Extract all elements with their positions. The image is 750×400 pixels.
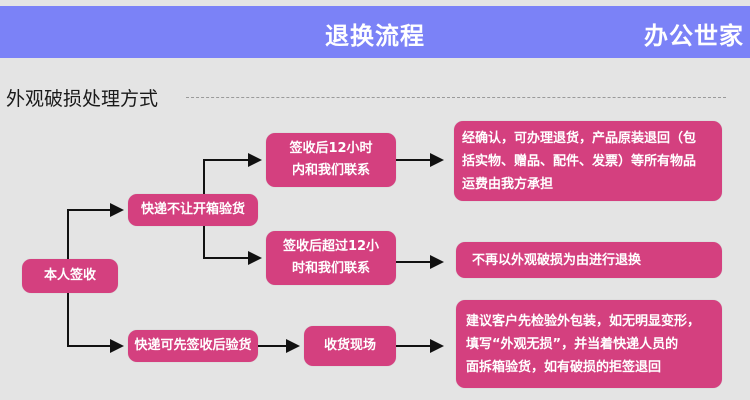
connector-root-to-sign-first [67, 293, 112, 347]
result-receiving-scene: 建议客户先检验外包装，如无明显变形， 填写“外观无损”，并当着快递人员的 面拆箱… [456, 300, 722, 388]
node-after-12-hours: 签收后超过12小 时和我们联系 [266, 231, 396, 285]
node-text-line: 时和我们联系 [291, 261, 370, 276]
node-no-open-inspection: 快递不让开箱验货 [128, 194, 258, 226]
arrow-head-icon [430, 339, 444, 353]
node-root-sign: 本人签收 [22, 259, 118, 293]
section-title: 外观破损处理方式 [6, 88, 159, 110]
result-text-line: 运费由我方承担 [462, 176, 554, 192]
result-within-12-hours: 经确认，可办理退货，产品原装退回（包 括实物、赠品、配件、发票）等所有物品 运费… [454, 121, 722, 201]
node-sign-then-inspect: 快递可先签收后验货 [128, 330, 258, 362]
title-banner: 退换流程 办公世家 [0, 6, 750, 58]
result-text-line: 建议客户先检验外包装，如无明显变形， [466, 313, 701, 329]
arrow-head-icon [286, 339, 300, 353]
connector-no-open-to-after-12h [203, 226, 250, 259]
result-after-12-hours: 不再以外观破损为由进行退换 [456, 242, 722, 278]
arrow-head-icon [248, 251, 262, 265]
result-text-line: 填写“外观无损”，并当着快递人员的 [466, 336, 679, 352]
banner-title: 退换流程 [325, 22, 425, 50]
result-text-line: 经确认，可办理退货，产品原装退回（包 [462, 130, 697, 146]
brand-name: 办公世家 [644, 22, 744, 50]
node-receiving-scene: 收货现场 [304, 326, 396, 366]
node-text-line: 签收后超过12小 [282, 239, 380, 254]
arrow-head-icon [110, 339, 124, 353]
arrow-head-icon [430, 255, 444, 269]
arrow-head-icon [430, 153, 444, 167]
result-text-line: 面拆箱验货，如有破损的拒签退回 [466, 359, 662, 375]
arrow-head-icon [110, 203, 124, 217]
section-divider [186, 97, 726, 98]
node-within-12-hours: 签收后12小时 内和我们联系 [266, 133, 396, 187]
node-text-line: 签收后12小时 [289, 141, 373, 156]
connector-no-open-to-within-12h [203, 159, 250, 194]
arrow-head-icon [248, 153, 262, 167]
connector-root-to-no-open [67, 209, 112, 259]
node-text-line: 内和我们联系 [291, 163, 370, 178]
result-text-line: 括实物、赠品、配件、发票）等所有物品 [462, 153, 697, 169]
